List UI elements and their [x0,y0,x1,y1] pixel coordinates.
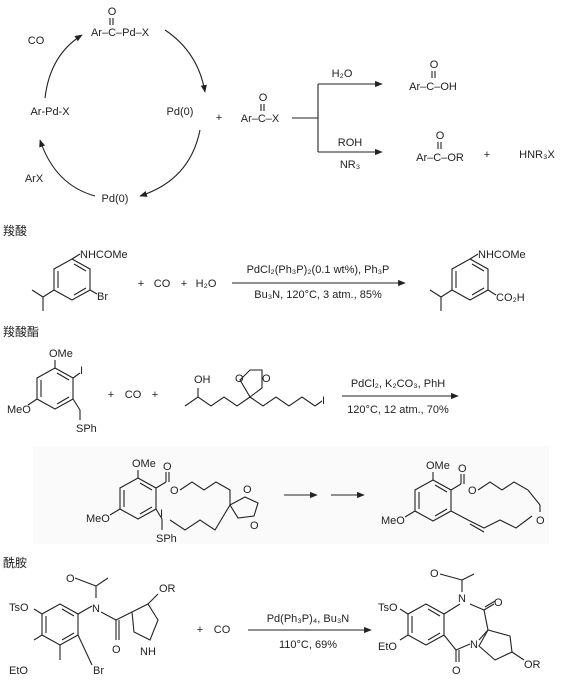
product-o2: O [452,665,461,677]
benzene-ring [36,367,74,410]
ester-co: CO [125,389,142,401]
benzene-ring [41,603,79,646]
acyl-halide: Ar–C–X [241,113,280,125]
ester-product: Ar–C–OR [416,152,464,164]
intermediate-dioxolane-o2: O [250,520,259,532]
final-meo: MeO [381,515,405,527]
ester-oh: OH [194,374,211,386]
product-tso: TsO [378,602,398,614]
product-nhcome: NHCOMe [478,249,526,261]
final-ketone-o: O [536,515,545,527]
intermediate-ester-o: O [170,485,179,497]
amide-carbonyl-o: O [112,644,121,656]
sm-nhcome: NHCOMe [80,249,128,261]
ester-plus2: + [152,389,158,401]
amide-n: N [92,603,100,615]
final-ester-o: O [468,485,477,497]
intermediate-o: O [163,461,172,473]
product-o-methoxy: O [430,568,439,580]
intermediate-dioxolane-o1: O [243,484,252,496]
amide-conditions-below: 110°C, 69% [279,639,337,651]
product-co2h: CO₂H [496,292,525,304]
amide-o-methoxy: O [66,573,75,585]
ester-sph: SPh [76,423,97,435]
acid-conditions-above: PdCl₂(Ph₃P)₂(0.1 wt%), Ph₃P [247,264,390,276]
ester-conditions-below: 120°C, 12 atm., 70% [347,404,449,416]
sm-br: Br [97,291,108,303]
amide-nh: NH [140,646,156,658]
benzene-ring [451,258,489,301]
ester-conditions-above: PdCl₂, K₂CO₃, PhH [351,378,445,390]
cycle-co: CO [28,35,45,47]
ester-meo: MeO [7,404,31,416]
dioxolane-ring [239,369,263,398]
ester-ome-top: OMe [49,348,73,360]
acid-product: Ar–C–OH [409,81,457,93]
branch-plus: + [484,149,490,161]
product-or: OR [524,659,541,671]
intermediate-ome: OMe [132,458,156,470]
dioxolane-o2: O [262,373,271,385]
cycle-arrow-2 [139,129,201,197]
cycle-arrow-1 [164,29,207,93]
amide-tso: TsO [9,602,29,614]
cycle-arx: ArX [25,173,44,185]
section-acid-title: 羧酸 [3,223,27,238]
acid-conditions-below: Bu₃N, 120°C, 3 atm., 85% [254,289,382,301]
cycle-ar-pd-x: Ar-Pd-X [30,106,70,118]
catalytic-cycle: O Ar–C–Pd–X CO Pd(0) Ar-Pd-X ArX Pd(0) +… [25,6,280,205]
amide-plus: + [197,624,203,636]
acid-plus2: + [181,278,187,290]
cycle-plus: + [216,112,222,124]
cycle-arrow-4 [44,34,83,99]
cycle-carbonyl-o: O [108,6,117,18]
dioxolane-ring [229,496,259,519]
acid-plus1: + [138,278,144,290]
product-eto: EtO [378,641,397,653]
final-o: O [458,463,467,475]
ester-iodo: I [80,365,83,377]
ammonium-byproduct: HNR₃X [519,149,555,161]
section-acid: 羧酸 NHCOMe Br + CO + H₂O PdCl₂(Ph₃P)₂(0.1… [3,223,526,311]
benzene-ring [53,258,91,301]
cycle-pd0-bottom: Pd(0) [102,193,129,205]
product-n2: N [470,639,478,651]
cycle-pd0-right: Pd(0) [167,106,194,118]
acid-co: CO [154,278,171,290]
amide-or: OR [159,583,176,595]
water-reagent: H₂O [332,68,353,80]
amide-eto: EtO [9,665,28,677]
benzene-ring [407,603,445,646]
section-amide-title: 酰胺 [3,556,27,570]
pyrrolidine-ring [478,629,513,661]
amide-co: CO [214,624,231,636]
acyl-halide-o: O [259,92,268,104]
product-o1: O [494,597,503,609]
intermediate-sph: SPh [156,533,177,545]
roh-reagent: ROH [338,137,363,149]
section-amide: 酰胺 TsO EtO Br N O O OR NH + CO Pd(Ph₃P)₄… [3,556,541,677]
amide-conditions-above: Pd(Ph₃P)₄, Bu₃N [267,613,350,625]
intermediate-i: I [160,508,163,520]
final-ome: OMe [426,460,450,472]
section-ester-title: 羧酸酯 [3,324,39,339]
dioxolane-o1: O [235,373,244,385]
nr3-reagent: NR₃ [340,159,360,171]
acid-water: H₂O [196,278,217,290]
intermediate-meo: MeO [86,513,110,525]
ester-o: O [436,130,445,142]
section-ester: 羧酸酯 OMe I MeO SPh + CO + OH O O I PdCl₂,… [3,324,549,545]
branching-products: H₂O ROH NR₃ O Ar–C–OH O Ar–C–OR + HNR₃X [292,59,555,171]
cycle-arrow-3 [39,139,96,197]
ester-plus1: + [108,389,114,401]
ester-iodo-chain: I [322,395,325,407]
pyrrolidine-ring [131,603,159,641]
acyl-pd-complex: Ar–C–Pd–X [91,27,150,39]
amide-br: Br [93,665,104,677]
acid-o: O [430,59,439,71]
product-n1: N [458,593,466,605]
